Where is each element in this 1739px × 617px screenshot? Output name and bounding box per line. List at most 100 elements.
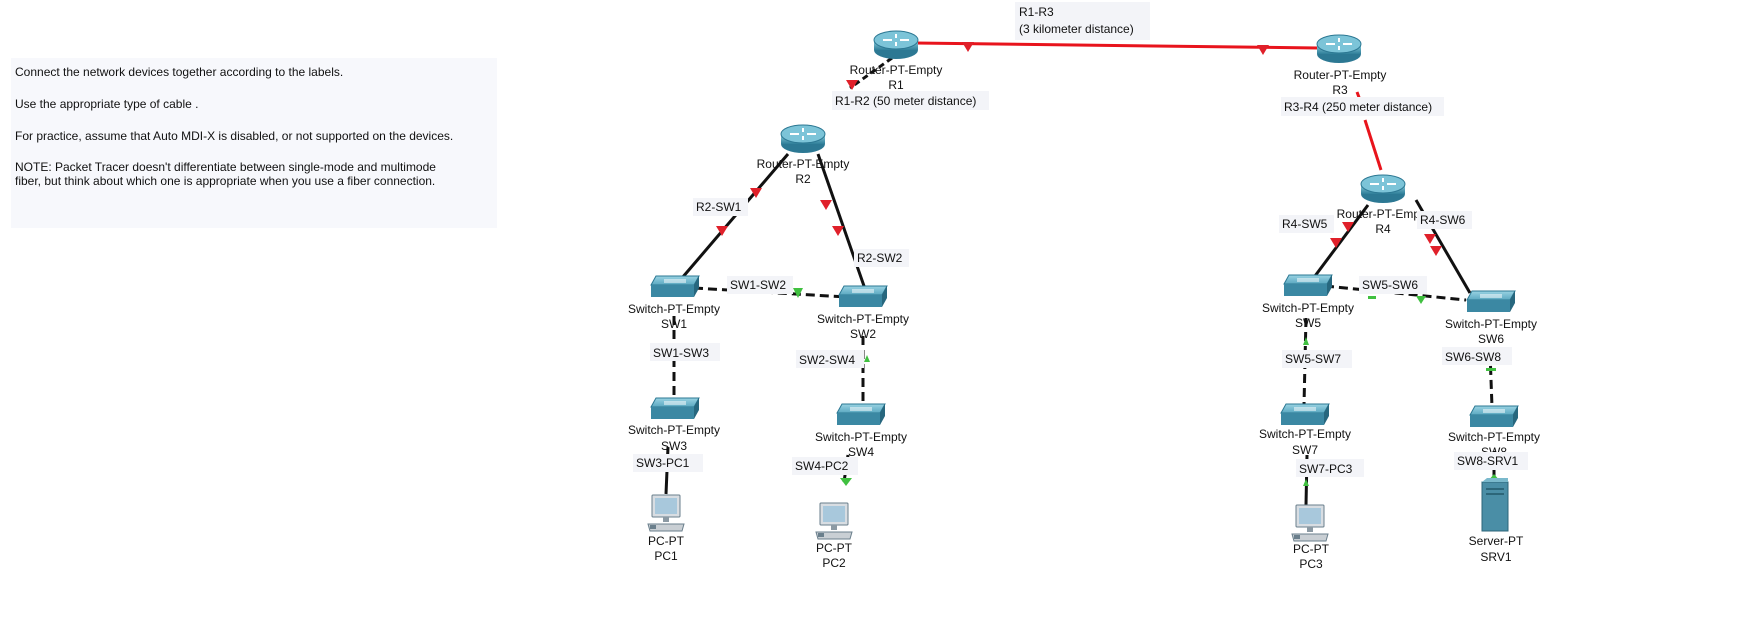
router-r2[interactable]: Router-PT-Empty R2 xyxy=(757,124,850,186)
link-label-sw5-sw6: SW5-SW6 xyxy=(1362,278,1418,292)
switch-icon xyxy=(1280,403,1330,426)
switch-sw1[interactable]: Switch-PT-Empty SW1 xyxy=(628,275,720,331)
server-srv1[interactable]: Server-PT SRV1 xyxy=(1469,478,1524,564)
switch-model-label: Switch-PT-Empty xyxy=(1262,301,1354,315)
server-name-label: SRV1 xyxy=(1480,550,1511,564)
switch-sw5[interactable]: Switch-PT-Empty SW5 xyxy=(1262,274,1354,330)
link-r4-sw5[interactable] xyxy=(1313,204,1370,277)
router-name-label: R1 xyxy=(888,78,904,92)
router-icon xyxy=(1360,174,1406,204)
pc-pc3[interactable]: PC-PT PC3 xyxy=(1291,504,1330,571)
port-down-marker xyxy=(1330,238,1342,248)
link-r3-r4[interactable] xyxy=(1363,119,1383,171)
switch-icon xyxy=(1466,290,1516,313)
switch-name-label: SW2 xyxy=(850,327,876,341)
instruction-cable: Use the appropriate type of cable . xyxy=(15,97,199,111)
link-label-r2-sw1: R2-SW1 xyxy=(696,200,742,214)
server-icon xyxy=(1481,478,1509,532)
instruction-connect: Connect the network devices together acc… xyxy=(15,65,344,79)
switch-sw6[interactable]: Switch-PT-Empty SW6 xyxy=(1445,290,1537,346)
port-up-marker xyxy=(840,478,852,486)
switch-sw3[interactable]: Switch-PT-Empty SW3 xyxy=(628,397,720,453)
port-down-marker xyxy=(1430,246,1442,256)
router-name-label: R2 xyxy=(795,172,811,186)
router-r3[interactable]: Router-PT-Empty R3 xyxy=(1294,34,1387,97)
switch-model-label: Switch-PT-Empty xyxy=(1448,430,1540,444)
link-sw6-sw8[interactable] xyxy=(1488,351,1494,408)
switch-name-label: SW4 xyxy=(848,445,874,459)
switch-model-label: Switch-PT-Empty xyxy=(1445,317,1537,331)
instructions-panel: Connect the network devices together acc… xyxy=(11,58,497,228)
port-down-marker xyxy=(716,226,728,236)
switch-name-label: SW5 xyxy=(1295,316,1321,330)
router-name-label: R4 xyxy=(1375,222,1391,236)
switch-icon xyxy=(836,403,886,426)
link-label-r4-sw5: R4-SW5 xyxy=(1282,217,1328,231)
link-label-r1-r3-distance: (3 kilometer distance) xyxy=(1019,22,1134,36)
link-label-r1-r2: R1-R2 (50 meter distance) xyxy=(835,94,976,108)
server-model-label: Server-PT xyxy=(1469,534,1524,548)
switch-sw7[interactable]: Switch-PT-Empty SW7 xyxy=(1259,403,1351,457)
router-model-label: Router-PT-Empty xyxy=(757,157,850,171)
link-label-r1-r3: R1-R3 xyxy=(1019,5,1054,19)
link-labels: R1-R3 (3 kilometer distance) R1-R2 (50 m… xyxy=(633,2,1528,477)
instruction-fiber-note: NOTE: Packet Tracer doesn't differentiat… xyxy=(15,160,436,188)
switch-icon xyxy=(650,397,700,420)
router-icon xyxy=(780,124,826,154)
port-down-marker xyxy=(1342,222,1354,232)
link-label-sw1-sw3: SW1-SW3 xyxy=(653,346,709,360)
port-up-marker xyxy=(1303,337,1309,345)
link-label-r2-sw2: R2-SW2 xyxy=(857,251,903,265)
link-label-r3-r4: R3-R4 (250 meter distance) xyxy=(1284,100,1432,114)
port-down-marker xyxy=(832,226,844,236)
port-up-marker xyxy=(1416,296,1426,304)
link-label-sw8-srv1: SW8-SRV1 xyxy=(1457,454,1518,468)
port-up-marker xyxy=(793,288,803,298)
switch-icon xyxy=(1283,274,1333,297)
instruction-mdix: For practice, assume that Auto MDI-X is … xyxy=(15,129,454,143)
pc-model-label: PC-PT xyxy=(648,534,685,548)
port-down-marker xyxy=(750,188,762,198)
router-name-label: R3 xyxy=(1332,83,1348,97)
router-icon xyxy=(873,30,919,60)
port-up-marker xyxy=(1368,296,1376,299)
link-r1-r2[interactable] xyxy=(849,56,893,90)
router-model-label: Router-PT-Empty xyxy=(1337,207,1430,221)
switch-model-label: Switch-PT-Empty xyxy=(1259,427,1351,441)
router-model-label: Router-PT-Empty xyxy=(1294,68,1387,82)
pc-pc2[interactable]: PC-PT PC2 xyxy=(815,502,853,570)
switch-model-label: Switch-PT-Empty xyxy=(815,430,907,444)
router-icon xyxy=(1316,34,1362,64)
link-label-sw1-sw2: SW1-SW2 xyxy=(730,278,786,292)
router-r4[interactable]: Router-PT-Empty R4 xyxy=(1337,174,1430,236)
port-down-marker xyxy=(1257,45,1269,55)
port-up-marker xyxy=(1486,368,1496,371)
switch-sw2[interactable]: Switch-PT-Empty SW2 xyxy=(817,285,909,341)
pc-model-label: PC-PT xyxy=(1293,542,1330,556)
pc-name-label: PC3 xyxy=(1299,557,1323,571)
switch-sw8[interactable]: Switch-PT-Empty SW8 xyxy=(1448,405,1540,459)
pc-pc1[interactable]: PC-PT PC1 xyxy=(647,494,685,563)
switch-name-label: SW7 xyxy=(1292,443,1318,457)
switch-icon xyxy=(838,285,888,308)
link-label-sw2-sw4: SW2-SW4 xyxy=(799,353,855,367)
pc-icon xyxy=(1291,504,1329,542)
switch-sw4[interactable]: Switch-PT-Empty SW4 xyxy=(815,403,907,459)
switch-name-label: SW6 xyxy=(1478,332,1504,346)
link-label-sw4-pc2: SW4-PC2 xyxy=(795,459,849,473)
link-label-sw6-sw8: SW6-SW8 xyxy=(1445,350,1501,364)
port-down-marker xyxy=(820,200,832,210)
router-model-label: Router-PT-Empty xyxy=(850,63,943,77)
pc-icon xyxy=(815,502,853,540)
switch-name-label: SW3 xyxy=(661,439,687,453)
switch-icon xyxy=(650,275,700,298)
port-up-marker xyxy=(1303,479,1309,486)
switch-icon xyxy=(1469,405,1519,428)
pc-model-label: PC-PT xyxy=(816,541,853,555)
link-r1-r3[interactable] xyxy=(914,41,1319,50)
link-label-sw3-pc1: SW3-PC1 xyxy=(636,456,690,470)
pc-name-label: PC2 xyxy=(822,556,846,570)
router-r1[interactable]: Router-PT-Empty R1 xyxy=(850,30,943,92)
switch-model-label: Switch-PT-Empty xyxy=(628,423,720,437)
port-down-marker xyxy=(1424,234,1436,244)
